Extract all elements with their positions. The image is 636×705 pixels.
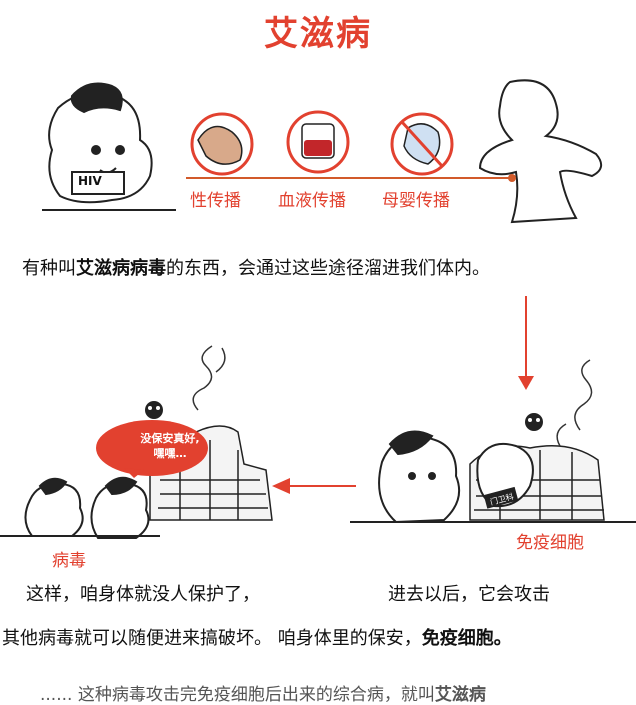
smoke-right: [556, 359, 593, 447]
left-arrow-icon: [272, 478, 356, 494]
hiv-virus-character: [42, 82, 176, 211]
blob-person: [478, 79, 603, 224]
right-text: 进去以后，它会攻击: [388, 584, 550, 605]
speech-bubble: [96, 420, 208, 478]
sex-transmission-icon: [190, 112, 254, 176]
bubble-line-1: 没保安真好,: [140, 432, 200, 445]
immune-sentence: 其他病毒就可以随便进来搞破坏。 咱身体里的保安，免疫细胞。: [2, 624, 512, 650]
mother-infant-icon: [390, 112, 454, 176]
intro-pre: 有种叫: [22, 258, 76, 279]
immune-bold: 免疫细胞。: [421, 628, 512, 649]
route-label-sex: 性传播: [190, 191, 241, 211]
bottom-pre: ...... 这种病毒攻击完免疫细胞后出来的综合病，就叫: [40, 685, 435, 705]
immune-cell-label: 免疫细胞: [516, 533, 584, 553]
route-label-mother-infant: 母婴传播: [382, 191, 450, 211]
skull-right-icon: [525, 413, 543, 431]
bottom-partial-sentence: ...... 这种病毒攻击完免疫细胞后出来的综合病，就叫艾滋病: [40, 680, 486, 705]
immune-guard-character: [350, 442, 636, 523]
hiv-sign-label: HIV: [78, 174, 102, 188]
intro-sentence: 有种叫艾滋病病毒的东西，会通过这些途径溜进我们体内。: [22, 254, 490, 280]
blood-bag-icon: [286, 110, 350, 174]
route-end-dot: [508, 174, 516, 182]
intro-bold: 艾滋病病毒: [76, 258, 166, 279]
skull-left-icon: [145, 401, 163, 419]
virus-characters-left: [0, 476, 160, 539]
down-arrow-icon: [518, 296, 534, 390]
virus-label: 病毒: [52, 551, 86, 571]
intro-post: 的东西，会通过这些途径溜进我们体内。: [166, 258, 490, 279]
smoke-left: [192, 345, 226, 411]
bottom-bold: 艾滋病: [434, 685, 486, 705]
bubble-line-2: 嘿嘿…: [153, 447, 187, 460]
bubble-text: 没保安真好, 嘿嘿…: [120, 431, 220, 461]
left-text: 这样，咱身体就没人保护了，: [26, 584, 260, 605]
route-label-blood: 血液传播: [278, 191, 346, 211]
immune-pre: 其他病毒就可以随便进来搞破坏。 咱身体里的保安，: [2, 628, 422, 649]
page-title: 艾滋病: [264, 14, 372, 54]
virus-character-right: [378, 430, 460, 524]
